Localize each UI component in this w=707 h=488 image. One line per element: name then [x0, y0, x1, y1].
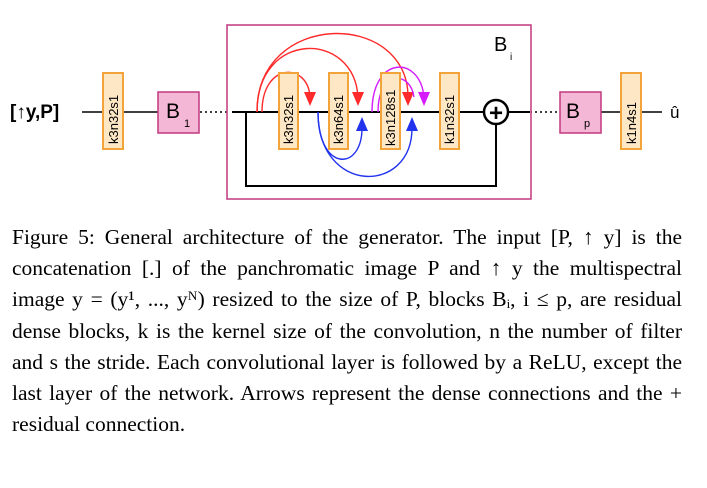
arrowhead-blue-2 [406, 117, 418, 131]
block-b1-label: B [166, 100, 180, 123]
block-b1-subscript: 1 [184, 118, 190, 130]
layer-label-k1n32s1: k1n32s1 [442, 95, 457, 144]
layer-label-k1n4s1: k1n4s1 [624, 102, 639, 144]
layer-box-k3n32s1-inner [278, 72, 299, 150]
residual-add-node [482, 98, 510, 126]
generator-architecture-diagram: [↑y,P] k3n32s1 B 1 B i + k3n32s1 k3n64s1… [10, 24, 679, 200]
dense-arrow-blue-2 [317, 111, 413, 177]
layer-label-k3n64s1: k3n64s1 [331, 95, 346, 144]
layer-box-k1n32s1 [439, 72, 460, 150]
arrowhead-blue-1 [356, 117, 368, 131]
block-bi-label: B [494, 34, 507, 56]
block-bp [559, 91, 602, 134]
layer-label-k3n128s1: k3n128s1 [383, 90, 398, 146]
arrowhead-red-2 [352, 92, 364, 106]
block-bp-label: B [566, 100, 580, 123]
layer-label-k3n32s1-inner: k3n32s1 [281, 95, 296, 144]
layer-label-k3n32s1-outer: k3n32s1 [106, 95, 121, 144]
block-bp-subscript: p [584, 118, 590, 130]
arrowhead-red-3 [402, 92, 414, 106]
caption-text: General architecture of the generator. T… [12, 225, 683, 437]
block-bi-subscript: i [510, 52, 512, 63]
layer-box-k1n4s1 [620, 72, 642, 150]
input-label: [↑y,P] [10, 102, 59, 123]
residual-connection [245, 112, 497, 187]
arrowhead-red-1 [304, 92, 316, 106]
caption-figure-label: Figure 5: [12, 225, 95, 249]
block-b1 [157, 91, 200, 134]
dense-arrow-magenta-1 [371, 66, 425, 113]
arrowhead-magenta-1 [418, 92, 430, 106]
layer-box-k3n128s1 [380, 72, 401, 150]
plus-symbol: + [489, 100, 503, 127]
output-label: û [670, 103, 679, 122]
layer-box-k3n64s1 [328, 72, 349, 150]
layer-box-k3n32s1-outer [102, 72, 124, 150]
figure-caption: Figure 5: General architecture of the ge… [12, 222, 682, 440]
